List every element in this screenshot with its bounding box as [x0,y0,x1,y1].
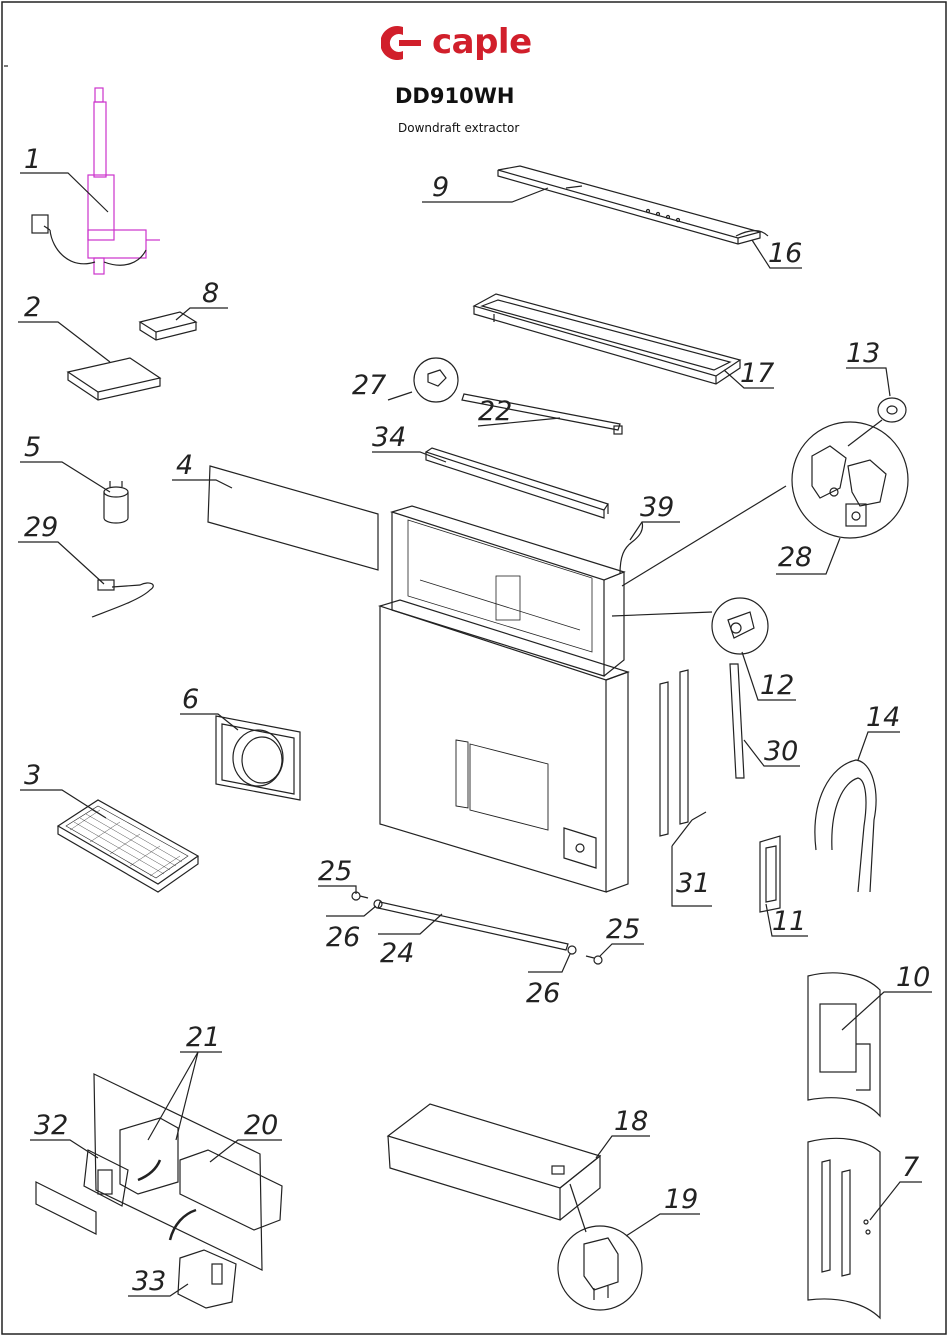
part-3-filter [58,800,198,892]
callout-16: 16 [768,238,802,269]
part-27-detail [414,358,458,402]
part-2-ballast [68,358,160,400]
leader-12-link [612,612,712,616]
part-13-bush [878,398,906,422]
part-8-ballast [140,312,196,340]
part-14-cable-chain [815,760,876,892]
leader-19-link [570,1184,586,1232]
callout-14: 14 [866,702,900,733]
leader-27 [388,392,412,400]
leader-8 [176,308,228,320]
leader-25a [318,886,356,894]
leader-29 [18,542,104,584]
callout-30: 30 [764,736,798,767]
leader-19 [626,1214,700,1236]
callout-2: 2 [24,292,41,323]
callout-9: 9 [432,172,449,203]
callout-28: 28 [778,542,812,573]
callout-5: 5 [24,432,41,463]
leader-13 [846,368,890,396]
callout-34: 34 [372,422,406,453]
callout-4: 4 [176,450,193,481]
callout-18: 18 [614,1106,648,1137]
part-4-panel [208,466,378,570]
callout-10: 10 [896,962,930,993]
leader-26a [326,906,376,916]
leader-6 [180,714,238,730]
leader-14 [858,732,900,760]
leader-1 [20,173,108,212]
callout-25a: 25 [318,856,352,887]
part-19-detail [558,1226,642,1310]
callout-13: 13 [846,338,880,369]
callout-33: 33 [132,1266,166,1297]
part-16-wire [736,231,768,236]
leader-21 [148,1052,222,1140]
callout-20: 20 [244,1110,278,1141]
callout-32: 32 [34,1110,68,1141]
main-housing [380,506,628,892]
callout-25b: 25 [606,914,640,945]
part-6-flange [216,716,300,800]
leader-18 [596,1136,650,1158]
leader-5 [20,462,110,492]
leader-3 [20,790,106,818]
part-18-motor-box [388,1104,600,1220]
leader-20 [210,1140,282,1162]
part-34-rail [426,448,608,518]
part-7-brackets [808,1138,880,1318]
callout-31: 31 [676,868,710,899]
part-39-wire [620,522,643,574]
callout-1: 1 [24,144,41,175]
part-11-handle [760,836,780,912]
callout-19: 19 [664,1184,698,1215]
callout-26b: 26 [526,978,560,1009]
part-5-capacitor [104,481,128,523]
callout-29: 29 [24,512,58,543]
callout-3: 3 [24,760,41,791]
callout-39: 39 [640,492,674,523]
part-30-rail [730,664,744,778]
callout-8: 8 [202,278,219,309]
leader-24 [378,914,442,934]
callout-12: 12 [760,670,794,701]
callout-17: 17 [740,358,774,389]
callout-11: 11 [772,906,806,937]
leader-25b [600,944,644,956]
leader-7 [870,1182,922,1220]
part-17-frame [474,294,740,384]
callout-7: 7 [902,1152,919,1183]
part-1-actuator [88,88,160,274]
callout-22: 22 [478,396,512,427]
part-9-glass-top [498,166,760,244]
leader-2 [18,322,110,362]
part-12-detail [712,598,768,654]
callout-24: 24 [380,938,414,969]
callout-27: 27 [352,370,386,401]
leader-34 [372,452,446,462]
leader-26b [528,954,570,972]
part-28-detail [792,422,908,538]
callout-6: 6 [182,684,199,715]
leader-4 [172,480,232,488]
part-31-rails [660,670,688,836]
part-29-cable [92,580,153,617]
part-10-plate [808,973,880,1116]
callout-21: 21 [186,1022,220,1053]
callout-26a: 26 [326,922,360,953]
